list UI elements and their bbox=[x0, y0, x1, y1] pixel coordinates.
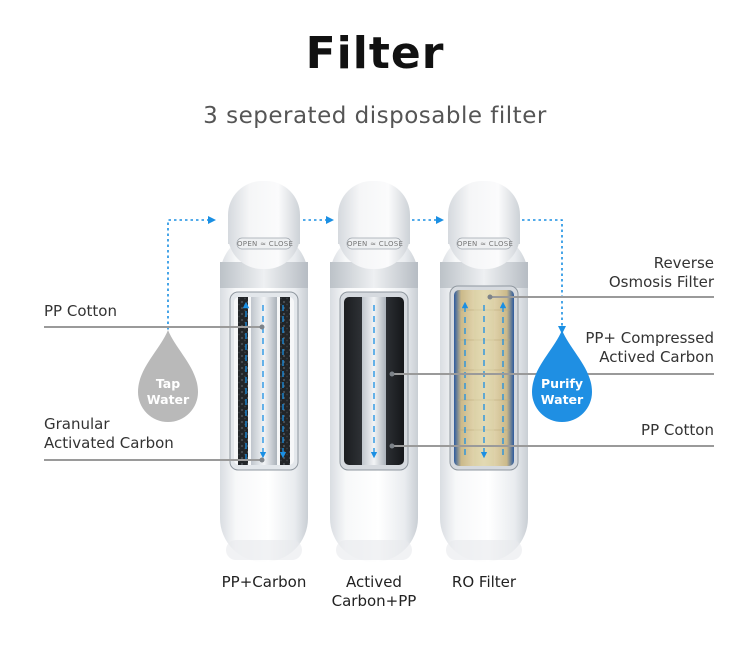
filter-cartridge-activated-carbon-pp bbox=[330, 181, 418, 562]
label-granular-line1: Granular bbox=[44, 415, 110, 433]
label-pp-cotton-right: PP Cotton bbox=[641, 421, 714, 439]
caption-2-line1: Actived bbox=[346, 573, 402, 591]
label-ro-line1: Reverse bbox=[653, 254, 714, 272]
purify-water-drop-icon bbox=[532, 330, 592, 422]
caption-pp-carbon: PP+Carbon bbox=[214, 573, 314, 592]
tap-water-label: Tap Water bbox=[138, 376, 198, 408]
caption-3-line1: RO Filter bbox=[451, 573, 517, 591]
page-title: Filter bbox=[305, 28, 445, 79]
label-leader-lines bbox=[44, 296, 714, 461]
label-reverse-osmosis-filter: Reverse Osmosis Filter bbox=[609, 254, 714, 292]
label-granular-line2: Activated Carbon bbox=[44, 434, 174, 452]
caption-activated-carbon-pp: Actived Carbon+PP bbox=[324, 573, 424, 611]
caption-1-line1: PP+Carbon bbox=[221, 573, 307, 591]
filter-cartridge-ro bbox=[440, 181, 528, 562]
purify-water-label: Purify Water bbox=[532, 376, 592, 408]
label-ro-line2: Osmosis Filter bbox=[608, 273, 714, 291]
label-pp-compressed-line2: Actived Carbon bbox=[599, 348, 714, 366]
label-granular-activated-carbon: Granular Activated Carbon bbox=[44, 415, 174, 453]
water-flow-path bbox=[167, 216, 566, 335]
cartridge-2-marking: OPEN ≈ CLOSE bbox=[347, 240, 404, 248]
tap-water-line2: Water bbox=[146, 392, 190, 407]
label-pp-cotton-left: PP Cotton bbox=[44, 302, 117, 320]
filter-cartridge-pp-carbon bbox=[220, 181, 308, 562]
label-pp-compressed-carbon: PP+ Compressed Actived Carbon bbox=[585, 329, 714, 367]
tap-water-line1: Tap bbox=[155, 376, 181, 391]
purify-water-line2: Water bbox=[540, 392, 584, 407]
cartridge-1-marking: OPEN ≈ CLOSE bbox=[237, 240, 294, 248]
cartridge-3-marking: OPEN ≈ CLOSE bbox=[457, 240, 514, 248]
caption-2-line2: Carbon+PP bbox=[331, 592, 417, 610]
page-subtitle: 3 seperated disposable filter bbox=[203, 103, 547, 129]
label-pp-compressed-line1: PP+ Compressed bbox=[585, 329, 714, 347]
tap-water-drop-icon bbox=[138, 330, 198, 422]
caption-ro-filter: RO Filter bbox=[434, 573, 534, 592]
purify-water-line1: Purify bbox=[540, 376, 584, 391]
